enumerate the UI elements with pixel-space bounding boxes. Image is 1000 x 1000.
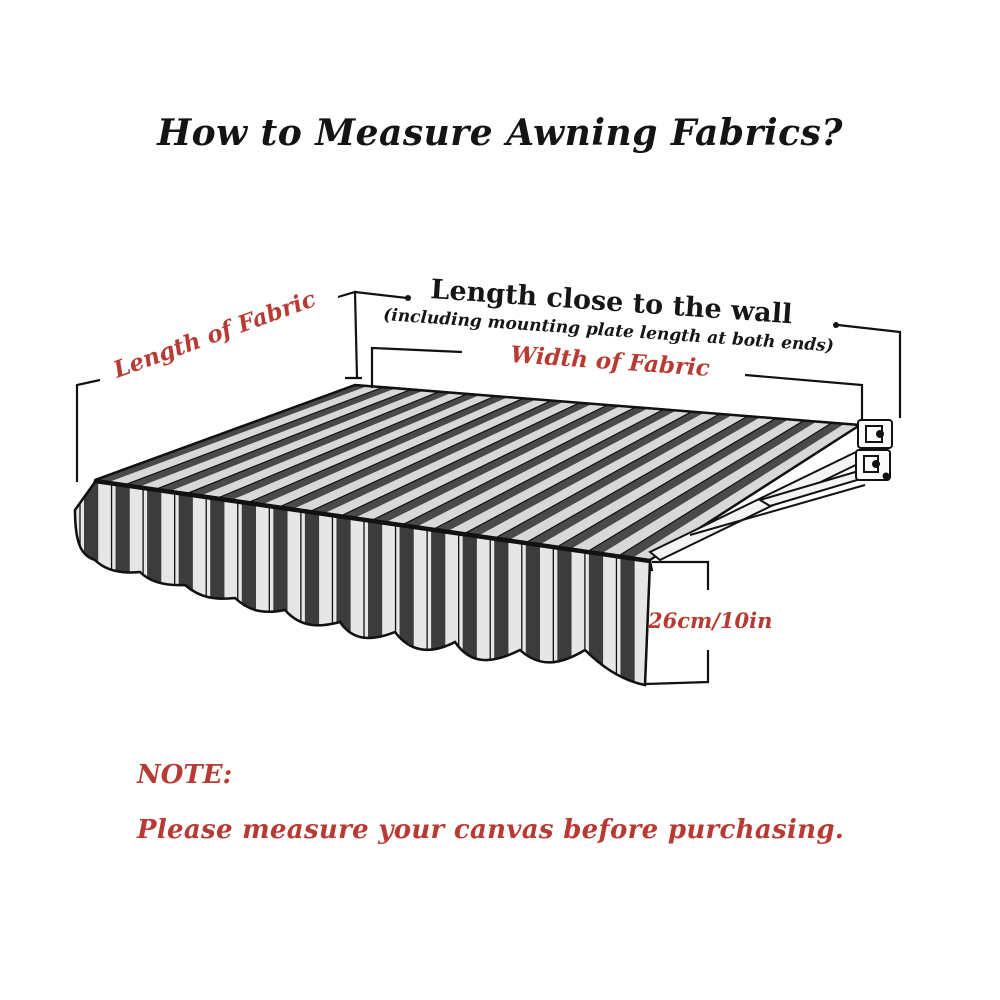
canopy-stripe (557, 418, 789, 549)
canopy-seam (156, 388, 412, 490)
canopy-seam (218, 393, 468, 499)
canopy-stripe (310, 400, 565, 514)
page-title: How to Measure Awning Fabrics? (157, 112, 843, 154)
canopy-stripe (619, 422, 845, 558)
canopy-seam (526, 415, 749, 543)
note-heading: NOTE: (137, 760, 233, 790)
length-of-fabric-label: Length of Fabric (109, 285, 319, 384)
valance-stripe (620, 555, 635, 685)
valance-stripe (431, 528, 446, 685)
canopy-seam (372, 404, 608, 521)
valance-stripe (494, 537, 509, 685)
canopy-seam (618, 422, 833, 557)
valance-stripe (241, 500, 256, 661)
canopy-stripe (341, 402, 593, 518)
valance-stripe (525, 541, 540, 685)
valance-stripe (147, 487, 162, 648)
wall-bracket (855, 419, 893, 481)
canopy-seam (403, 406, 636, 525)
canopy-seam (279, 397, 524, 508)
canopy-seam (464, 411, 692, 534)
valance-stripe (210, 496, 225, 657)
valance-stripe (115, 482, 130, 643)
canopy-stripe (434, 409, 677, 531)
canopy-stripe (403, 407, 649, 527)
canopy-stripe (125, 387, 396, 487)
width-of-fabric-label: Width of Fabric (510, 341, 711, 382)
valance-stripe (557, 546, 572, 685)
valance-stripe (178, 491, 193, 652)
canopy-stripe (280, 398, 536, 509)
canopy-stripe (218, 393, 480, 500)
canopy-seam (341, 402, 580, 517)
dimension-dots (405, 295, 839, 328)
valance-stripe (462, 532, 477, 685)
valance-height-label: 26cm/10in (647, 608, 772, 633)
canopy-stripe (372, 405, 621, 522)
valance-stripe (273, 505, 288, 666)
canopy-seam (187, 391, 440, 494)
valance-stripe (368, 519, 383, 679)
note-text: Please measure your canvas before purcha… (137, 815, 845, 845)
canopy-stripe (526, 416, 761, 545)
canopy-stripe (249, 396, 508, 505)
canopy-stripe (465, 411, 705, 536)
dimension-lines (75, 290, 902, 686)
valance-stripe (336, 514, 351, 675)
canopy-seam (557, 417, 777, 548)
valance-stripe (304, 509, 320, 670)
canopy-stripe (495, 413, 733, 540)
canopy-seam (495, 413, 721, 539)
canopy-seam (125, 386, 384, 486)
valance-stripe (399, 523, 414, 684)
canopy-seam (588, 420, 805, 552)
canopy-seam (248, 395, 496, 503)
canopy-stripe (588, 420, 817, 554)
awning-canopy (94, 383, 864, 562)
canopy-stripe (156, 389, 424, 491)
canopy-seam (310, 400, 552, 512)
canopy-seam (433, 408, 664, 530)
canopy-stripe (95, 385, 368, 482)
valance-stripe (588, 550, 604, 685)
canopy-stripe (187, 391, 452, 496)
